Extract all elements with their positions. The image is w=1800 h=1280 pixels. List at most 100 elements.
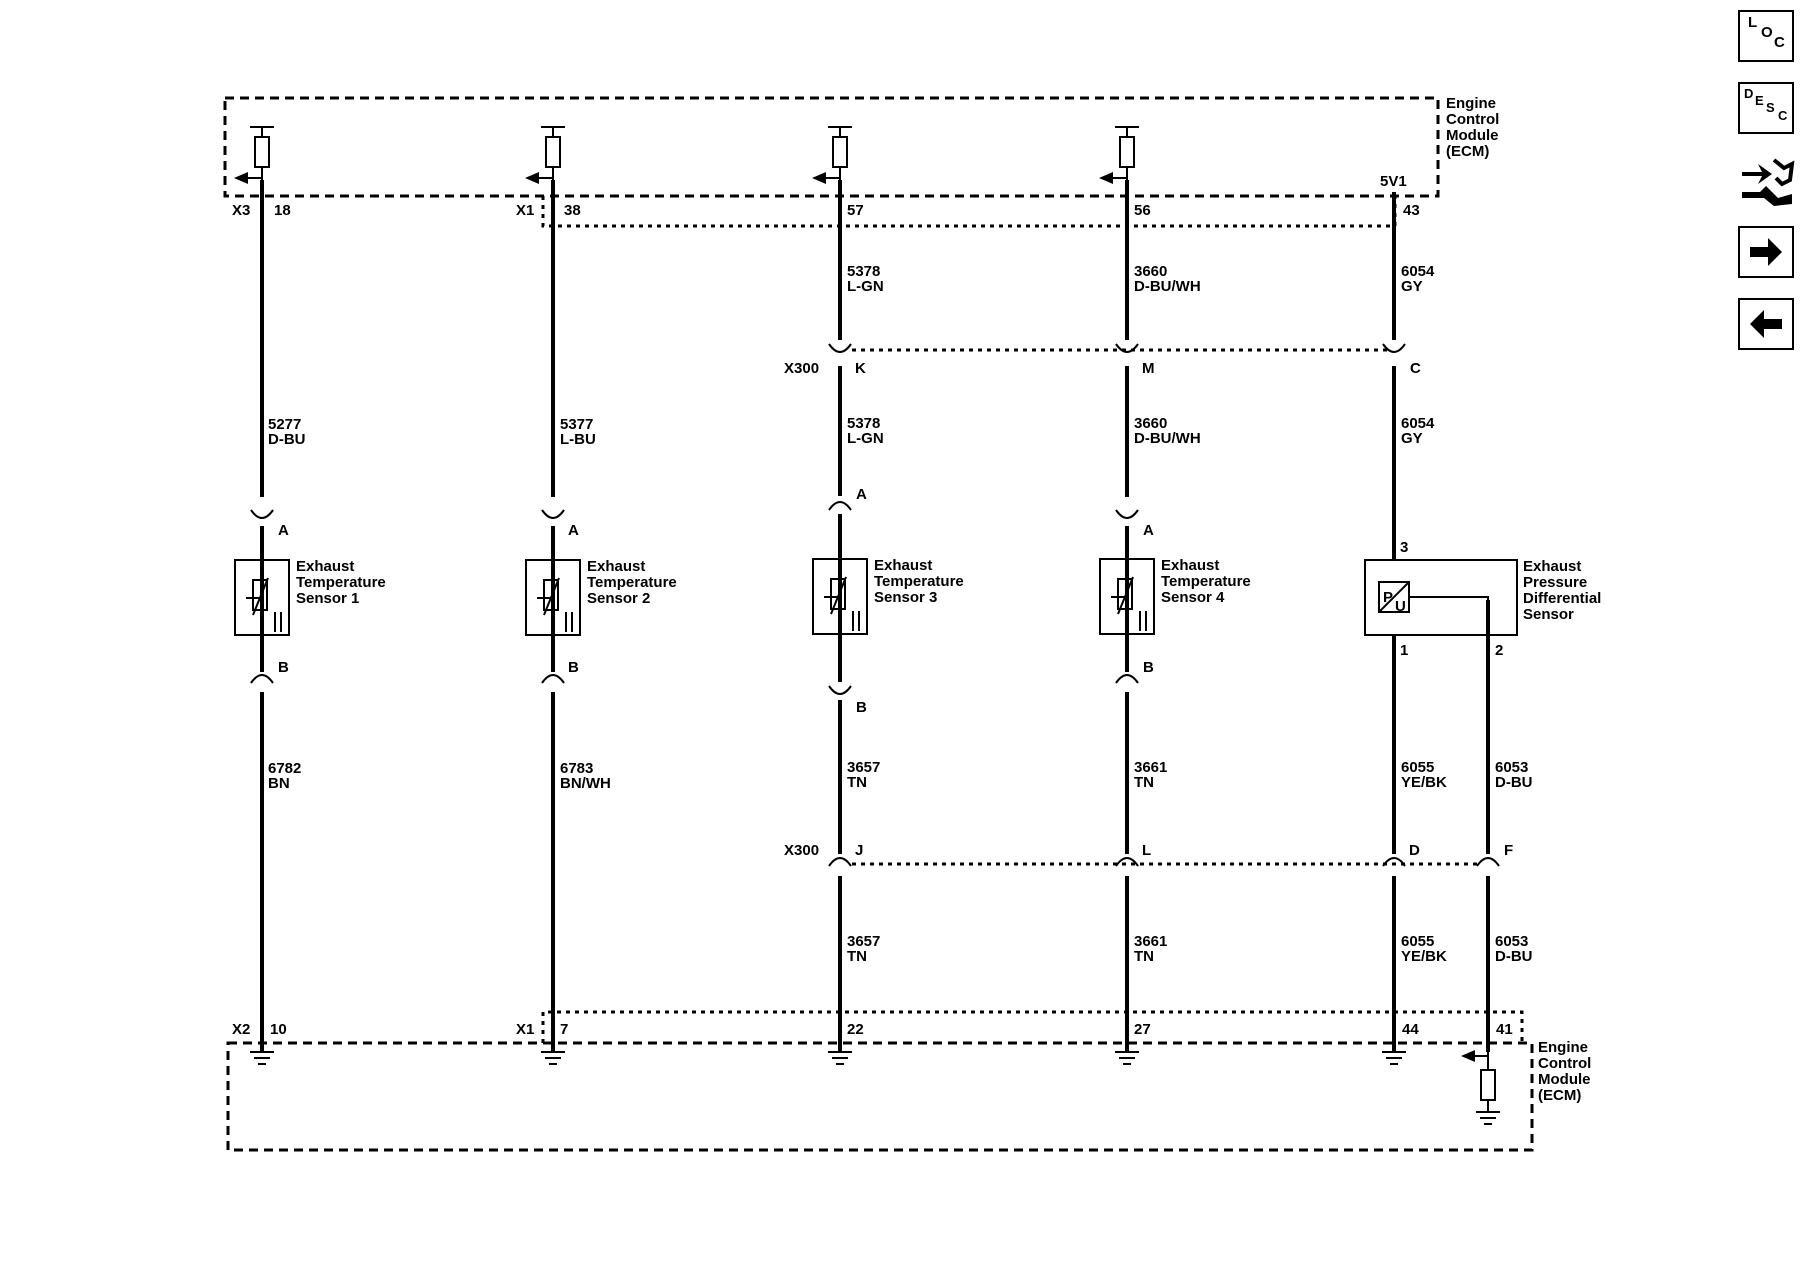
c2-bottom-wire-number: 6783 [560, 760, 593, 777]
c1-top-pin: 18 [274, 202, 291, 219]
c3-pin-a: A [856, 486, 867, 503]
c1-bottom-wire-number: 6782 [268, 760, 301, 777]
loc-button[interactable]: L O C [1738, 10, 1794, 62]
c3-pin-b: B [856, 699, 867, 716]
c3-bottom-pin: 22 [847, 1021, 864, 1038]
connector-tool-button[interactable] [1738, 154, 1796, 212]
c3-mid-wire-color: TN [847, 774, 867, 791]
c2-top-wire-number: 5377 [560, 416, 593, 433]
ecm-bottom-label: Engine Control Module (ECM) [1538, 1039, 1591, 1104]
ecm-top-label-3: Module [1446, 127, 1499, 144]
c5-upper-wire-color: GY [1401, 278, 1423, 295]
c1-name-3: Sensor 1 [296, 590, 359, 607]
c2-name-2: Temperature [587, 574, 677, 591]
c2-bottom-pin: 7 [560, 1021, 568, 1038]
c1-bottom-wire-color: BN [268, 775, 290, 792]
c4-top-wire-color: D-BU/WH [1134, 430, 1201, 447]
c4-bottom-wire-number: 3661 [1134, 933, 1167, 950]
c5-top-wire-number: 6054 [1401, 415, 1435, 432]
c4-name-3: Sensor 4 [1161, 589, 1225, 606]
c3-bottom-wire-number: 3657 [847, 933, 880, 950]
desc-letter-e: E [1755, 93, 1764, 108]
ecm-bottom-label-1: Engine [1538, 1039, 1588, 1056]
c5-name-2: Pressure [1523, 574, 1587, 591]
c5-mid-wire-1-number: 6055 [1401, 759, 1434, 776]
c5-mid-wire-2-number: 6053 [1495, 759, 1528, 776]
circuit-sensor-2: 38 5377 L-BU A Exhaust Temperature Senso… [525, 126, 677, 1065]
c1-pin-a: A [278, 522, 289, 539]
loc-letter-l: L [1748, 14, 1758, 31]
x300-bottom-label: X300 [784, 842, 819, 859]
c4-mid-wire-color: TN [1134, 774, 1154, 791]
c4-upper-wire-color: D-BU/WH [1134, 278, 1201, 295]
c1-top-wire-number: 5277 [268, 416, 301, 433]
circuit-pressure-sensor: P U 43 6054 GY C 6054 GY 3 Exhaust Press… [1364, 192, 1601, 1125]
c3-top-wire-number: 5378 [847, 415, 880, 432]
c4-top-wire-number: 3660 [1134, 415, 1167, 432]
c1-bottom-pin: 10 [270, 1021, 287, 1038]
c5-name-1: Exhaust [1523, 558, 1581, 575]
c2-name-3: Sensor 2 [587, 590, 650, 607]
c5-name-4: Sensor [1523, 606, 1574, 623]
c5-bottom-pin-1: 44 [1402, 1021, 1419, 1038]
desc-letter-c: C [1778, 108, 1788, 123]
pressure-symbol-u: U [1395, 598, 1406, 615]
c2-pin-b: B [568, 659, 579, 676]
circuit-sensor-3: 57 5378 L-GN K 5378 L-GN A Exhaust Tempe… [812, 126, 964, 1065]
c3-x300-bottom-pin: J [855, 842, 863, 859]
c3-top-pin: 57 [847, 202, 864, 219]
c3-bottom-wire-color: TN [847, 948, 867, 965]
c5-mid-wire-1-color: YE/BK [1401, 774, 1447, 791]
c5-pin-3: 3 [1400, 539, 1408, 556]
c5-bottom-pin-2: 41 [1496, 1021, 1513, 1038]
c4-top-pin: 56 [1134, 202, 1151, 219]
c2-top-wire-color: L-BU [560, 431, 596, 448]
desc-button[interactable]: D E S C [1738, 82, 1794, 134]
connector-tool-icon [1742, 158, 1795, 206]
c3-x300-top-pin: K [855, 360, 866, 377]
c3-name-1: Exhaust [874, 557, 932, 574]
loc-letter-o: O [1761, 24, 1773, 41]
pressure-symbol-p: P [1383, 589, 1393, 606]
ecm-bottom-label-2: Control [1538, 1055, 1591, 1072]
ecm-bottom-label-4: (ECM) [1538, 1087, 1581, 1104]
ecm-top-label-1: Engine [1446, 95, 1496, 112]
c5-top-wire-color: GY [1401, 430, 1423, 447]
c5-bottom-wire-1-color: YE/BK [1401, 948, 1447, 965]
c4-upper-wire-number: 3660 [1134, 263, 1167, 280]
arrow-right-icon [1750, 238, 1782, 266]
c5-upper-wire-number: 6054 [1401, 263, 1435, 280]
c3-name-2: Temperature [874, 573, 964, 590]
previous-button[interactable] [1738, 298, 1794, 350]
c4-pin-a: A [1143, 522, 1154, 539]
next-button[interactable] [1738, 226, 1794, 278]
x1-bottom-connector-label: X1 [516, 1021, 534, 1038]
supply-5v1-label: 5V1 [1380, 173, 1407, 190]
c5-pin-2: 2 [1495, 642, 1503, 659]
ecm-top-box [223, 96, 1440, 228]
c3-upper-wire-color: L-GN [847, 278, 884, 295]
c4-x300-bottom-pin: L [1142, 842, 1151, 859]
ecm-bottom-box [226, 1010, 1534, 1152]
c5-x300-bottom-pin-1: D [1409, 842, 1420, 859]
ecm-bottom-label-3: Module [1538, 1071, 1591, 1088]
c2-bottom-wire-color: BN/WH [560, 775, 611, 792]
x3-connector-label: X3 [232, 202, 250, 219]
c5-top-pin: 43 [1403, 202, 1420, 219]
x300-top-label: X300 [784, 360, 819, 377]
ecm-top-label-4: (ECM) [1446, 143, 1489, 160]
c3-upper-wire-number: 5378 [847, 263, 880, 280]
c2-top-pin: 38 [564, 202, 581, 219]
x2-connector-label: X2 [232, 1021, 250, 1038]
ecm-top-label: Engine Control Module (ECM) [1446, 95, 1499, 160]
c3-name-3: Sensor 3 [874, 589, 937, 606]
c5-name-3: Differential [1523, 590, 1601, 607]
c3-top-wire-color: L-GN [847, 430, 884, 447]
c2-pin-a: A [568, 522, 579, 539]
c5-bottom-wire-2-color: D-BU [1495, 948, 1533, 965]
c4-pin-b: B [1143, 659, 1154, 676]
ecm-top-label-2: Control [1446, 111, 1499, 128]
c3-mid-wire-number: 3657 [847, 759, 880, 776]
c4-bottom-pin: 27 [1134, 1021, 1151, 1038]
